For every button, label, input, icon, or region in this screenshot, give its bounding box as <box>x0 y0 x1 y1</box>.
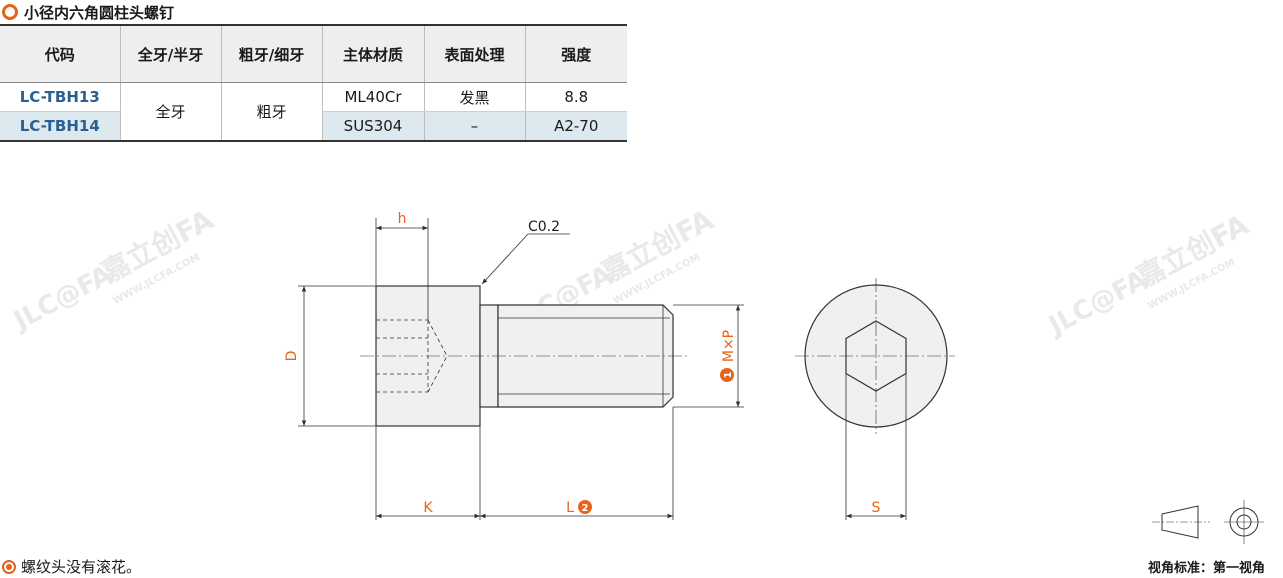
title-row: 小径内六角圆柱头螺钉 <box>2 2 174 22</box>
label-K: K <box>423 500 433 516</box>
chamfer-leader <box>481 233 570 285</box>
cell-thread-type: 全牙 <box>119 82 221 142</box>
dimension-D <box>298 285 376 427</box>
cell-pitch-type: 粗牙 <box>220 82 322 142</box>
watermark-left: JLC@FA 嘉立创FA WWW.JLCFA.COM <box>7 203 219 337</box>
page-title: 小径内六角圆柱头螺钉 <box>24 3 175 22</box>
header-strength: 强度 <box>524 25 627 83</box>
header-code: 代码 <box>0 25 120 83</box>
badge-2-label: 2 <box>582 503 589 514</box>
footnote: 螺纹头没有滚花。 <box>2 556 141 577</box>
label-L: L <box>566 500 574 516</box>
dimension-M <box>673 304 744 408</box>
watermark-logo: JLC@FA <box>7 260 117 337</box>
header-material: 主体材质 <box>321 25 424 83</box>
title-ring-icon <box>2 4 18 20</box>
cell-material: ML40Cr <box>321 82 424 112</box>
table-header-row: 代码 全牙/半牙 粗牙/细牙 主体材质 表面处理 强度 <box>0 25 627 83</box>
watermark-right: JLC@FA 嘉立创FA WWW.JLCFA.COM <box>1042 208 1254 342</box>
cell-surface: 发黑 <box>423 82 525 112</box>
label-M: M×P <box>721 330 737 362</box>
screw-end-view <box>795 278 955 434</box>
table-row: LC-TBH13 全牙 粗牙 ML40Cr 发黑 8.8 <box>0 82 627 142</box>
label-S: S <box>872 500 881 516</box>
badge-1-label: 1 <box>723 371 734 378</box>
header-surface: 表面处理 <box>423 25 525 83</box>
label-h: h <box>398 211 407 227</box>
table-row: LC-TBH14 SUS304 – A2-70 <box>0 111 627 141</box>
note-bullet-icon <box>2 559 16 574</box>
cell-code[interactable]: LC-TBH13 <box>0 82 120 112</box>
header-thread: 全牙/半牙 <box>119 25 221 83</box>
footnote-text: 螺纹头没有滚花。 <box>21 558 142 576</box>
badge-1-icon <box>720 368 734 382</box>
dimension-h <box>375 218 429 320</box>
cell-code[interactable]: LC-TBH14 <box>0 111 120 141</box>
label-D: D <box>284 351 300 362</box>
header-pitch: 粗牙/细牙 <box>220 25 322 83</box>
label-chamfer: C0.2 <box>528 219 560 235</box>
spec-table: 代码 全牙/半牙 粗牙/细牙 主体材质 表面处理 强度 LC-TBH13 全牙 … <box>0 24 627 142</box>
cell-surface: – <box>423 111 525 141</box>
cell-strength: 8.8 <box>524 82 627 112</box>
badge-2-icon <box>578 500 592 514</box>
dimension-K <box>375 426 481 520</box>
cell-material: SUS304 <box>321 111 424 141</box>
cell-strength: A2-70 <box>524 111 627 141</box>
screw-side-view <box>360 285 690 427</box>
dimension-L <box>480 407 674 520</box>
watermark-logo: JLC@FA <box>1042 265 1152 342</box>
dimension-S <box>845 374 907 520</box>
first-angle-projection-icon <box>1152 500 1264 544</box>
view-standard: 视角标准：第一视角 <box>1148 561 1266 576</box>
